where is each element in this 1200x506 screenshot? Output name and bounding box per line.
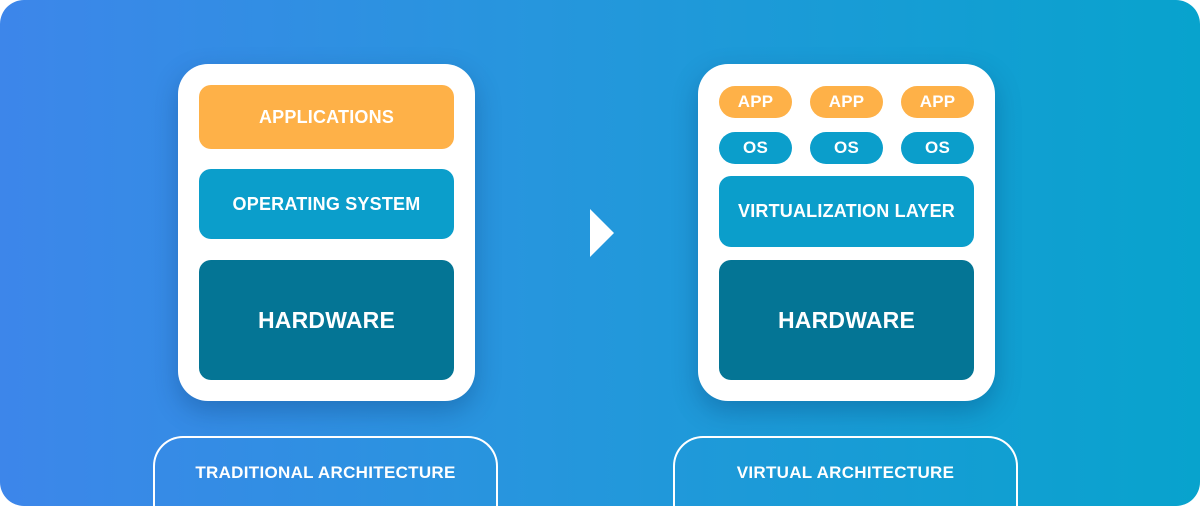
- operating-system-layer: OPERATING SYSTEM: [199, 169, 454, 239]
- app-block: APP: [810, 86, 883, 118]
- hardware-layer: HARDWARE: [199, 260, 454, 380]
- virtual-architecture-caption: VIRTUAL ARCHITECTURE: [673, 436, 1018, 506]
- os-block: OS: [901, 132, 974, 164]
- os-block: OS: [810, 132, 883, 164]
- os-block: OS: [719, 132, 792, 164]
- traditional-architecture-card: APPLICATIONS OPERATING SYSTEM HARDWARE: [178, 64, 475, 401]
- virtualization-layer: VIRTUALIZATION LAYER: [719, 176, 974, 247]
- app-block: APP: [719, 86, 792, 118]
- applications-layer: APPLICATIONS: [199, 85, 454, 149]
- app-block: APP: [901, 86, 974, 118]
- virtual-architecture-card: APP APP APP OS OS OS VIRTUALIZATION LAYE…: [698, 64, 995, 401]
- traditional-architecture-caption: TRADITIONAL ARCHITECTURE: [153, 436, 498, 506]
- hardware-layer: HARDWARE: [719, 260, 974, 380]
- right-arrow-icon: [590, 209, 614, 257]
